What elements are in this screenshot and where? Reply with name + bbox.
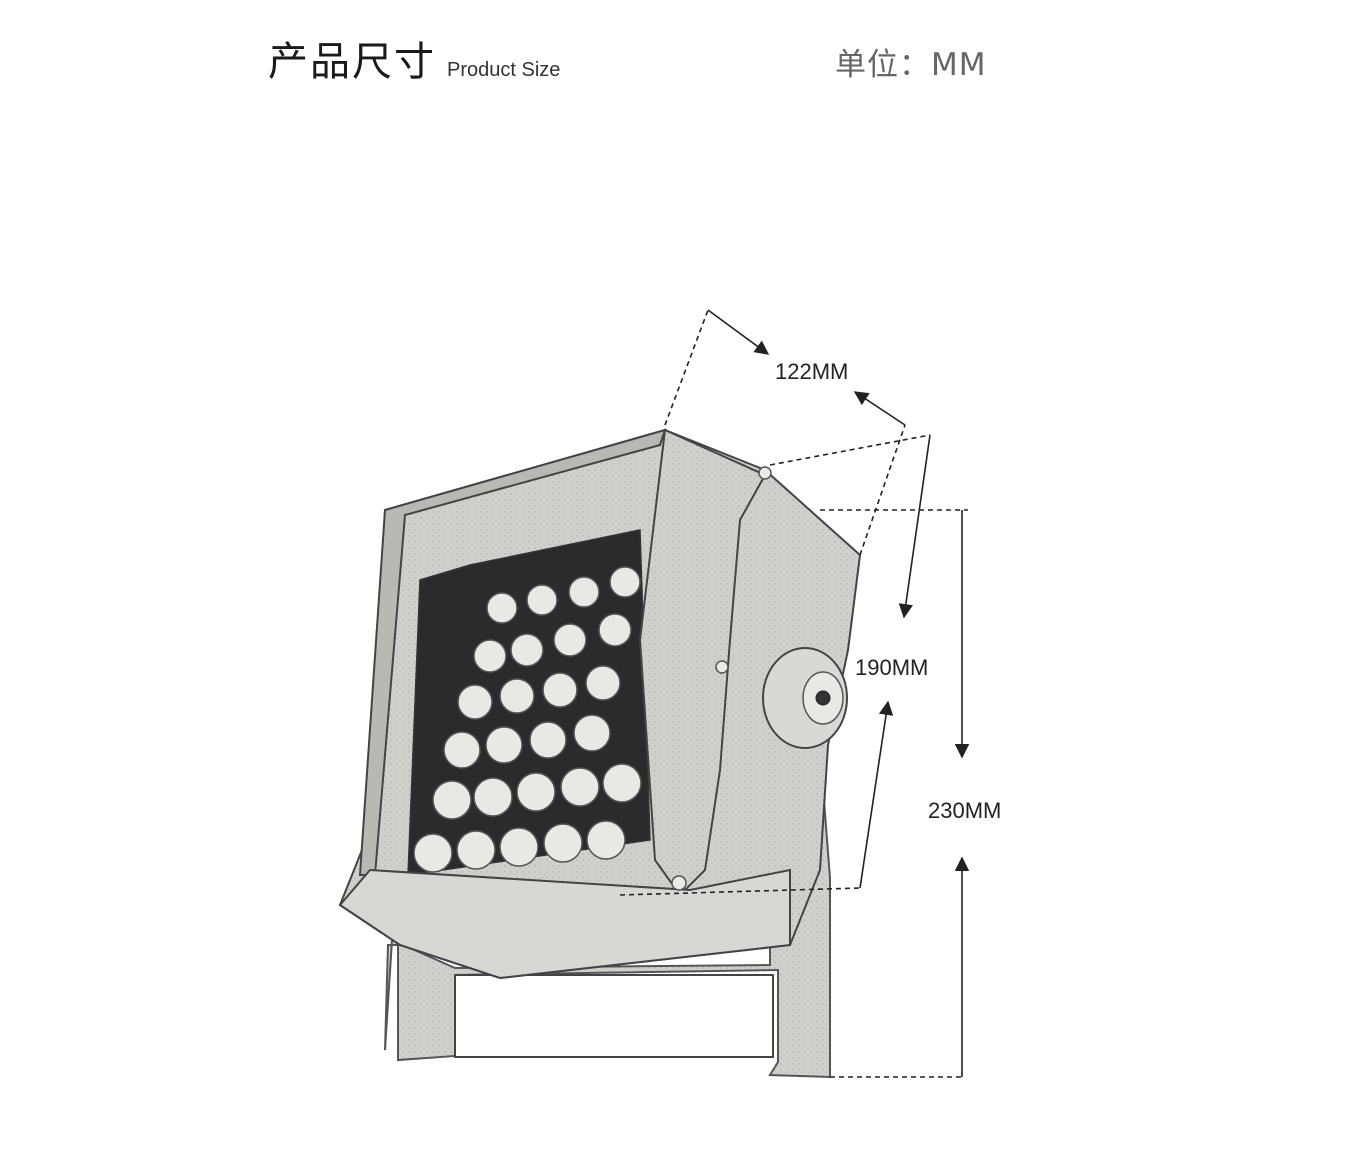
page-title: 产品尺寸 xyxy=(268,39,436,85)
screw xyxy=(758,466,772,480)
dimension-total-height-label: 230MM xyxy=(928,798,1001,823)
floodlight-illustration xyxy=(338,428,862,1079)
led-lens-array xyxy=(413,566,642,873)
housing-bottom-rim xyxy=(338,868,791,980)
header: 产品尺寸 Product Size 单位：MM xyxy=(0,0,1352,120)
bracket-opening xyxy=(454,974,774,1058)
unit-label: 单位：MM xyxy=(835,47,987,83)
screw xyxy=(671,875,687,891)
dimension-depth-label: 122MM xyxy=(775,359,848,384)
dimension-body-height xyxy=(619,434,931,896)
screw xyxy=(715,660,729,674)
page-subtitle: Product Size xyxy=(447,59,561,81)
pivot-knob xyxy=(762,647,848,749)
dimension-body-height-label: 190MM xyxy=(855,655,928,680)
visor-side-panel xyxy=(638,428,767,897)
dimension-depth xyxy=(664,309,906,556)
dimension-total-height xyxy=(820,509,970,1078)
